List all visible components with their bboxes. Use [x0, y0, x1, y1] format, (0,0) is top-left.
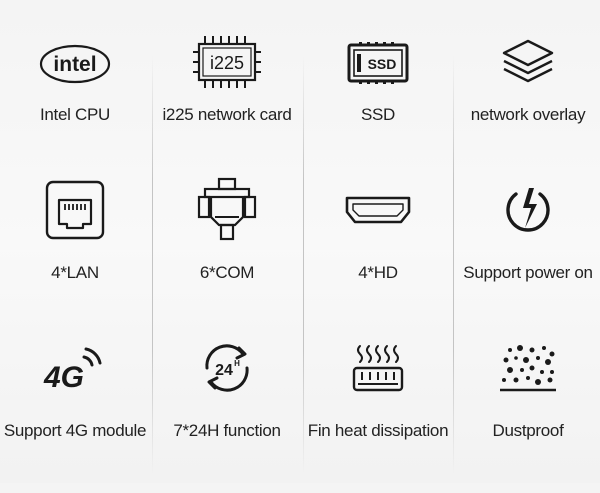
feature-lan: 4*LAN: [0, 175, 150, 335]
feature-network-card: i225 i225 network card: [152, 27, 302, 187]
ssd-text: SSD: [368, 56, 397, 72]
feature-4g: 4G Support 4G module: [0, 333, 150, 493]
24h-sub-text: H: [234, 359, 240, 368]
24h-text: 24: [215, 362, 233, 379]
feature-ssd: SSD SSD: [303, 27, 453, 187]
column-divider: [303, 55, 304, 475]
24h-cycle-icon: 24 H: [152, 333, 302, 403]
4g-text: 4G: [43, 361, 84, 393]
ssd-icon: SSD: [303, 27, 453, 97]
feature-power-on: Support power on: [453, 175, 600, 335]
feature-label: network overlay: [470, 105, 586, 124]
feature-label: Intel CPU: [39, 105, 111, 124]
feature-label: Dustproof: [492, 421, 564, 440]
heatsink-icon: [303, 333, 453, 403]
ethernet-port-icon: [0, 175, 150, 245]
feature-dustproof: Dustproof: [453, 333, 600, 493]
layers-icon: [453, 27, 600, 97]
column-divider: [152, 55, 153, 475]
feature-label: 6*COM: [199, 263, 255, 282]
chip-icon: i225: [152, 27, 302, 97]
feature-intel-cpu: intel Intel CPU: [0, 27, 150, 187]
feature-label: i225 network card: [162, 105, 292, 124]
feature-com: 6*COM: [152, 175, 302, 335]
feature-label: SSD: [360, 105, 396, 124]
feature-hd: 4*HD: [303, 175, 453, 335]
feature-grid: intel Intel CPU i225 i225 network card: [0, 27, 600, 475]
dust-icon: [453, 333, 600, 403]
hdmi-port-icon: [303, 175, 453, 245]
feature-label: 4*HD: [358, 263, 398, 282]
intel-logo-icon: intel: [0, 27, 150, 97]
feature-network-overlay: network overlay: [453, 27, 600, 187]
feature-heat-dissipation: Fin heat dissipation: [303, 333, 453, 493]
feature-label: 7*24H function: [173, 421, 281, 440]
feature-label: 4*LAN: [51, 263, 99, 282]
4g-signal-icon: 4G: [0, 333, 150, 403]
chip-text: i225: [210, 53, 244, 73]
power-bolt-icon: [453, 175, 600, 245]
feature-label: Fin heat dissipation: [307, 421, 449, 440]
column-divider: [453, 55, 454, 475]
feature-24h: 24 H 7*24H function: [152, 333, 302, 493]
intel-logo-text: intel: [53, 53, 96, 76]
serial-port-icon: [152, 175, 302, 245]
feature-label: Support power on: [463, 263, 593, 282]
feature-label: Support 4G module: [3, 421, 147, 440]
